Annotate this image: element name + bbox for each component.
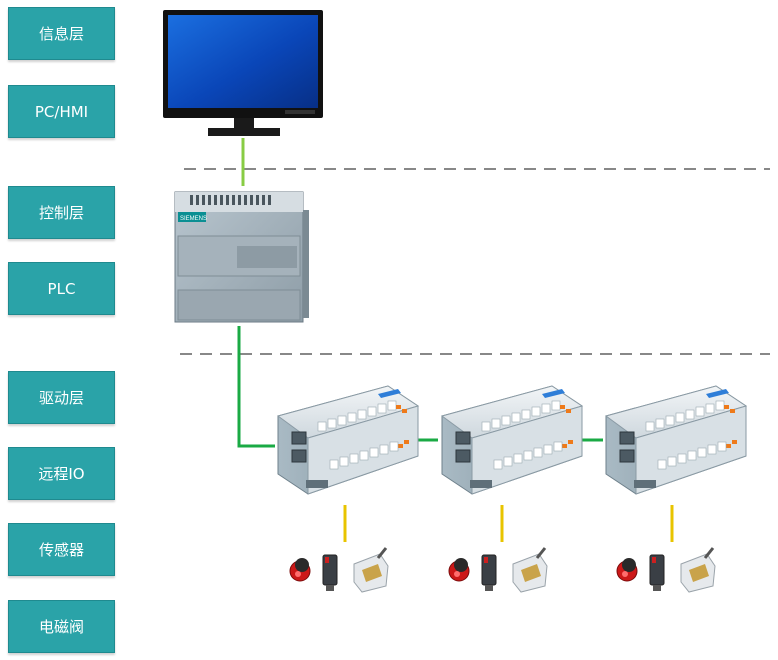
layer-label-text: 信息层 [38, 25, 84, 43]
layer-label-control: 控制层 [8, 186, 115, 239]
layer-label-text: 控制层 [38, 204, 84, 222]
field-devices-group-2 [447, 546, 549, 594]
remote-io-module-3 [605, 385, 747, 495]
layer-label-text: PC/HMI [34, 102, 89, 121]
layer-label-plc: PLC [8, 262, 115, 315]
layer-label-text: 远程IO [38, 465, 85, 483]
layer-label-remote-io: 远程IO [8, 447, 115, 500]
field-devices-group-3 [615, 546, 717, 594]
layer-label-valve: 电磁阀 [8, 600, 115, 653]
plc-brand-label: SIEMENS [180, 216, 207, 222]
remote-io-module-1 [277, 385, 419, 495]
layer-label-info: 信息层 [8, 7, 115, 60]
layer-label-text: 驱动层 [38, 389, 84, 407]
monitor-icon [163, 10, 323, 136]
plc-device-icon: SIEMENS [174, 191, 309, 323]
fieldbus-link-plc [237, 326, 275, 448]
layer-label-text: 传感器 [38, 541, 84, 559]
layer-label-pc-hmi: PC/HMI [8, 85, 115, 138]
layer-label-text: 电磁阀 [38, 618, 84, 636]
layer-label-sensor: 传感器 [8, 523, 115, 576]
field-devices-group-1 [288, 546, 390, 594]
layer-label-text: PLC [47, 279, 76, 298]
layer-label-drive: 驱动层 [8, 371, 115, 424]
remote-io-module-2 [441, 385, 583, 495]
